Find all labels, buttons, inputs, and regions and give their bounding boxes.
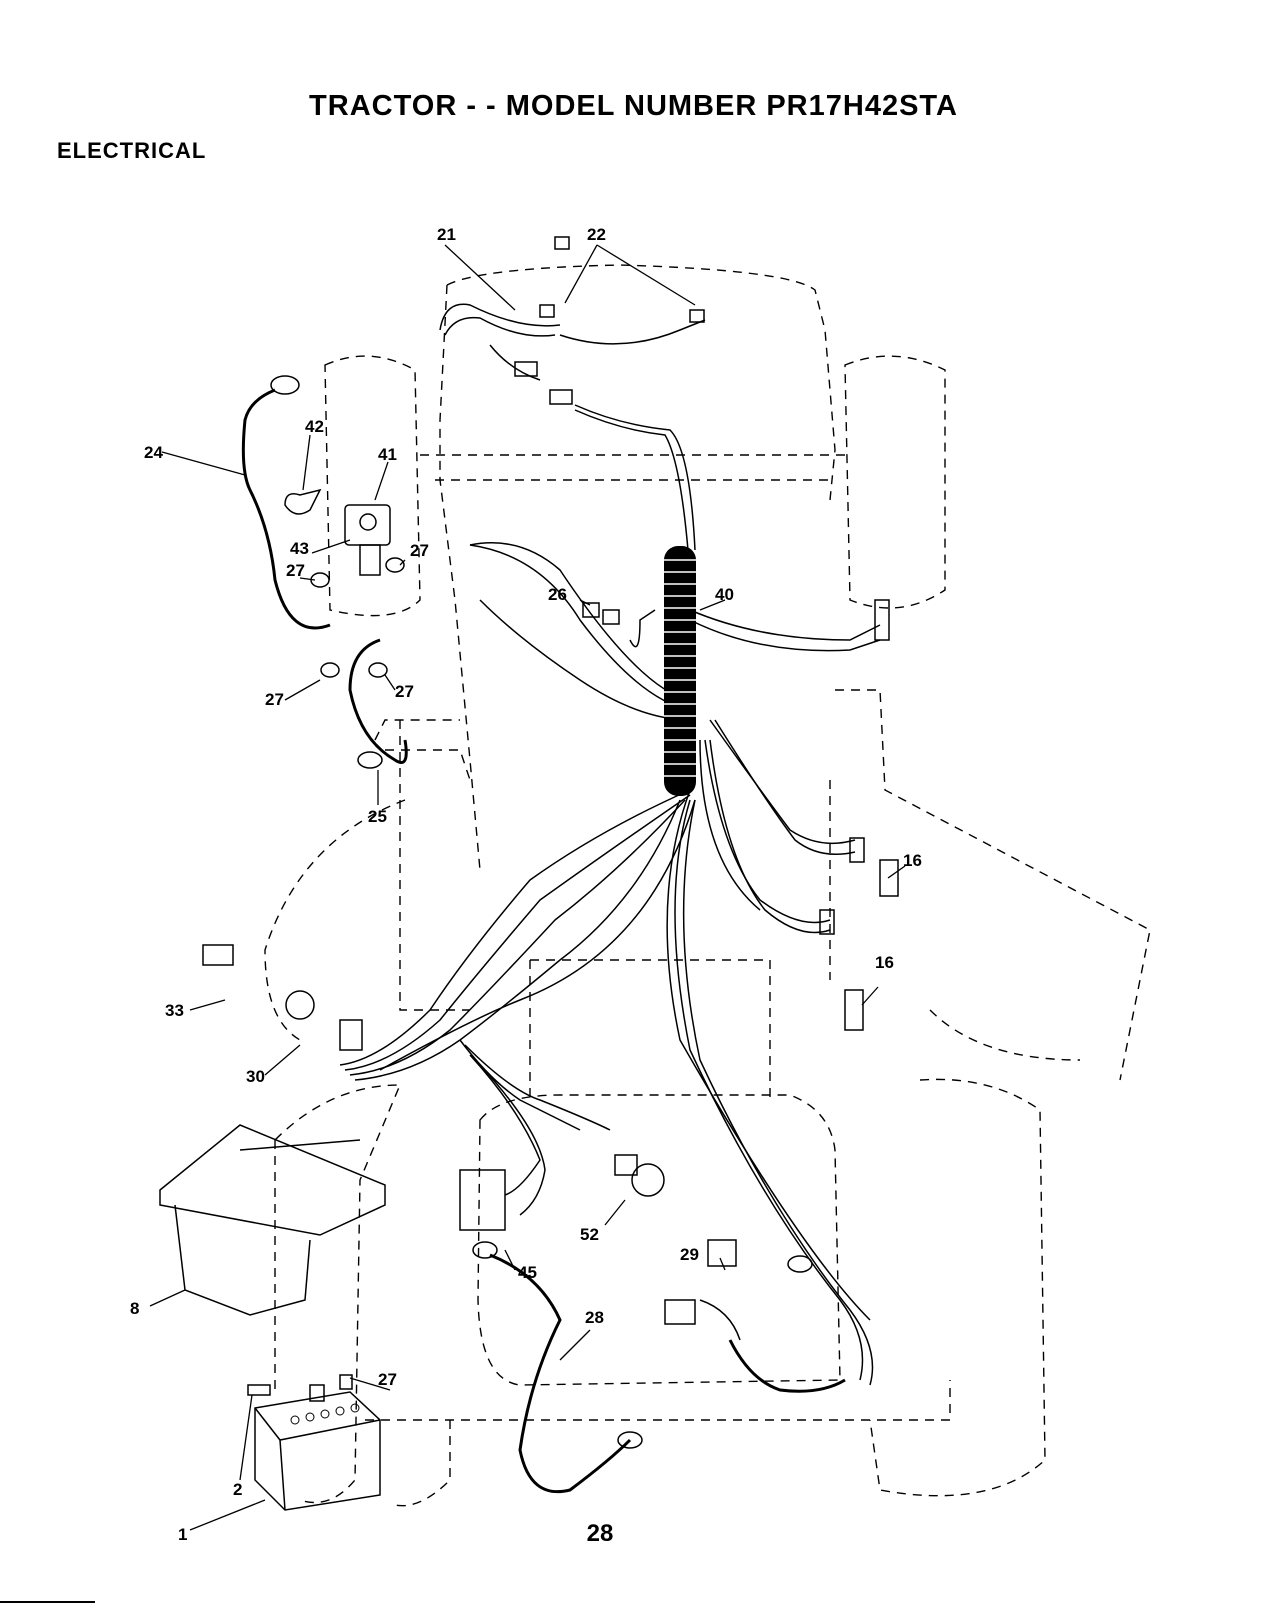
callout-33: 33 (165, 1001, 184, 1020)
callout-43: 43 (290, 539, 309, 558)
callout-25: 25 (368, 807, 387, 826)
callout-16-b: 16 (875, 953, 894, 972)
callout-40: 40 (715, 585, 734, 604)
callout-27-a: 27 (286, 561, 305, 580)
callout-27-e: 27 (378, 1370, 397, 1389)
wire-harness (340, 304, 880, 1385)
callout-42: 42 (305, 417, 324, 436)
parts (160, 237, 898, 1510)
tractor-outline (265, 265, 1150, 1506)
callout-22: 22 (587, 225, 606, 244)
callout-27-b: 27 (410, 541, 429, 560)
footer-rule (0, 1601, 95, 1603)
callout-26: 26 (548, 585, 567, 604)
callout-30: 30 (246, 1067, 265, 1086)
callout-27-c: 27 (265, 690, 284, 709)
page-number: 28 (0, 1520, 1200, 1548)
battery-cables (243, 390, 845, 1492)
battery-top-circles (291, 1404, 359, 1424)
callout-24: 24 (144, 443, 163, 462)
callout-27-d: 27 (395, 682, 414, 701)
callout-28: 28 (585, 1308, 604, 1327)
leader-lines (150, 245, 905, 1530)
callout-45: 45 (518, 1263, 537, 1282)
callout-2: 2 (233, 1480, 242, 1499)
callout-8: 8 (130, 1299, 139, 1318)
callout-16-a: 16 (903, 851, 922, 870)
callout-21: 21 (437, 225, 456, 244)
callout-41: 41 (378, 445, 397, 464)
callout-29: 29 (680, 1245, 699, 1264)
callout-52: 52 (580, 1225, 599, 1244)
